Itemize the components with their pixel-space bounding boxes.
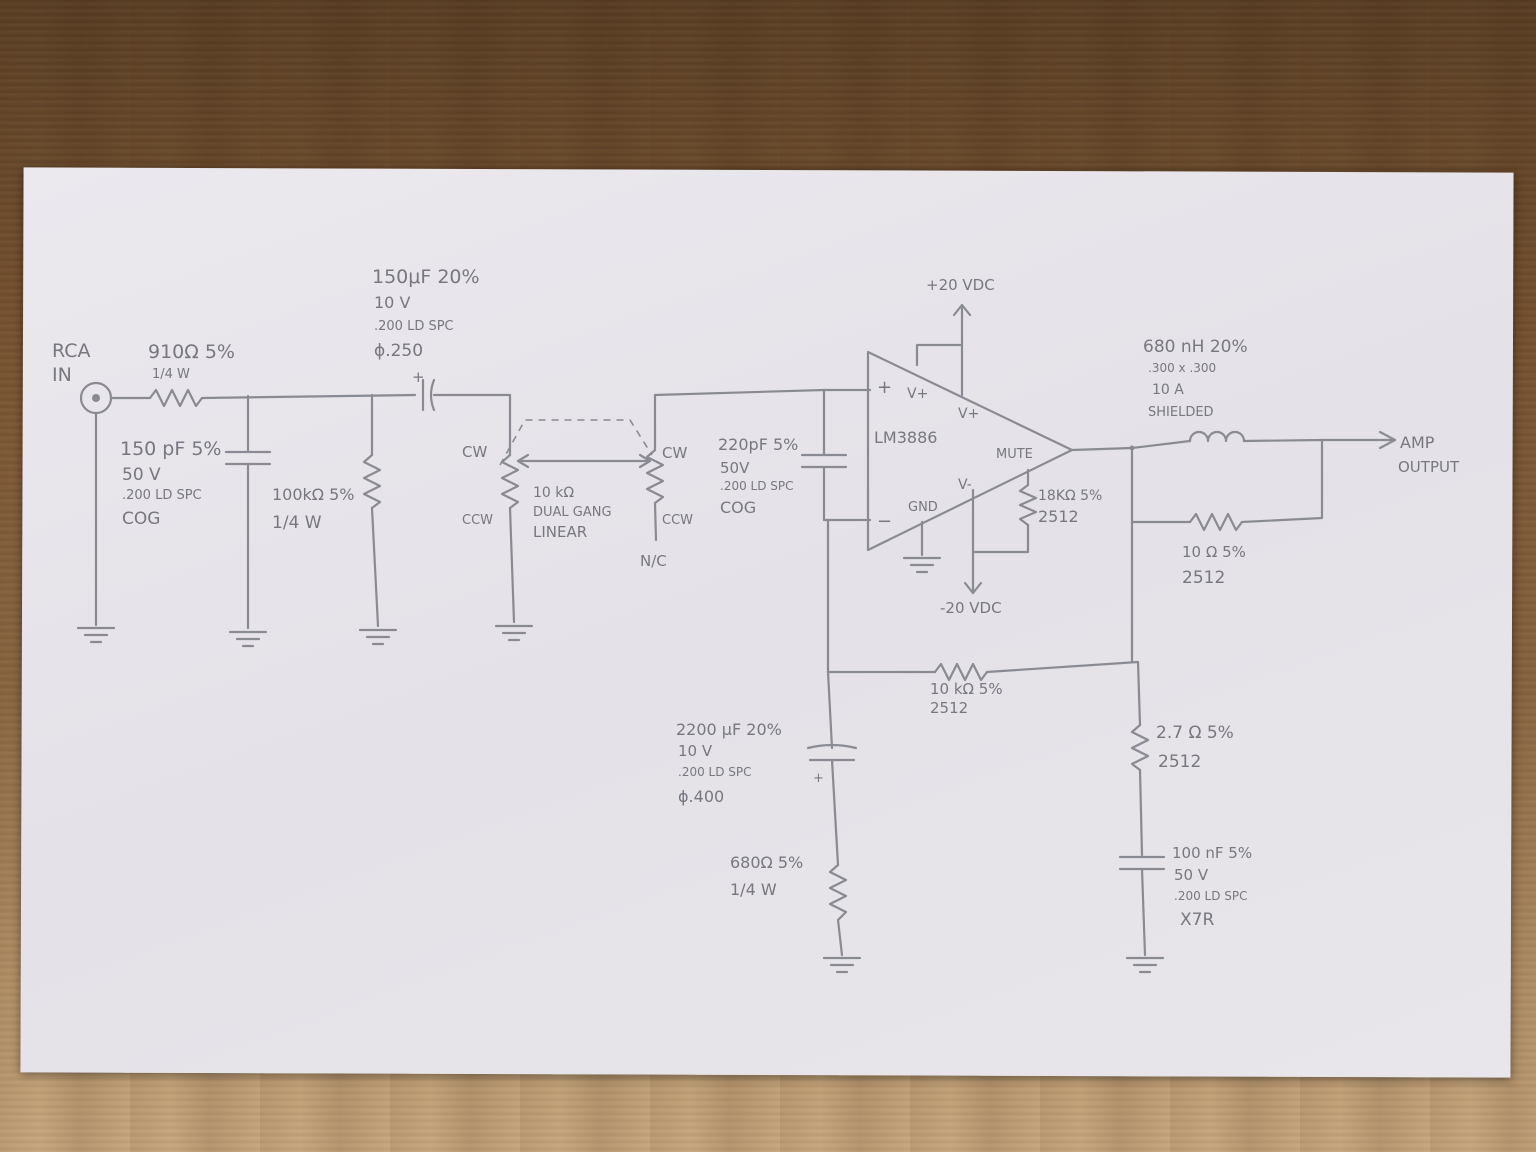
r-feedback-value: 10 kΩ 5% [930, 680, 1003, 698]
opamp-gnd: GND [908, 500, 938, 515]
c-zobel-capacitor [1118, 855, 1166, 974]
c-filter-dielectric: COG [720, 498, 756, 517]
r-feedback-package: 2512 [930, 699, 968, 717]
inductor [1130, 430, 1324, 450]
pot-cw-1: CW [462, 443, 487, 461]
c-couple-spacing: .200 LD SPC [374, 319, 454, 334]
opamp-vminus: V- [958, 477, 972, 493]
output-label-1: AMP [1400, 433, 1435, 452]
c-in-value: 150 pF 5% [120, 438, 221, 460]
in-label: IN [52, 364, 72, 386]
c-fb-voltage: 10 V [678, 742, 713, 760]
c-filter-voltage: 50V [720, 459, 750, 477]
r-mute-value: 18KΩ 5% [1038, 488, 1102, 504]
r-shunt-value: 100kΩ 5% [272, 485, 355, 504]
r-fb-gnd-resistor [822, 863, 862, 974]
c-fb-spacing: .200 LD SPC [678, 765, 752, 779]
r-zobel-package: 2512 [1158, 752, 1201, 772]
r-in-value: 910Ω 5% [148, 341, 235, 363]
c-fb-diameter: ϕ.400 [678, 787, 724, 806]
c-couple-value: 150μF 20% [372, 266, 480, 288]
pot-gang-1 [494, 438, 534, 642]
inductor-current: 10 A [1152, 382, 1184, 398]
inductor-note: SHIELDED [1148, 405, 1214, 420]
r-damp-package: 2512 [1182, 568, 1225, 588]
opamp-mute: MUTE [996, 447, 1033, 462]
pot-type-2: LINEAR [533, 523, 587, 541]
r-fb-gnd-value: 680Ω 5% [730, 853, 803, 872]
r-zobel-resistor [1130, 660, 1150, 857]
r-mute-resistor [971, 468, 1038, 554]
pot-ccw-2: CCW [662, 513, 693, 528]
c-zobel-spacing: .200 LD SPC [1174, 889, 1248, 903]
c-zobel-dielectric: X7R [1180, 910, 1214, 930]
opamp-plus: + [877, 377, 892, 398]
pot-type-1: DUAL GANG [533, 505, 612, 520]
rca-jack [76, 381, 116, 644]
r-in-resistor [148, 388, 204, 408]
inductor-value: 680 nH 20% [1143, 337, 1248, 357]
lm3886-opamp [866, 350, 1074, 552]
opamp-vplus-1: V+ [907, 386, 928, 402]
pot-value: 10 kΩ [533, 485, 574, 501]
r-damp-value: 10 Ω 5% [1182, 543, 1246, 561]
r-shunt-power: 1/4 W [272, 513, 322, 533]
c-zobel-value: 100 nF 5% [1172, 844, 1252, 862]
opamp-ground [902, 556, 942, 574]
c-couple-polarity: + [412, 368, 425, 386]
inductor-size: .300 x .300 [1148, 361, 1216, 375]
c-couple-capacitor [421, 378, 512, 442]
r-shunt-resistor [358, 393, 398, 646]
opamp-vplus-2: V+ [958, 406, 979, 422]
c-filter-value: 220pF 5% [718, 435, 798, 454]
supply-neg: -20 VDC [940, 599, 1002, 617]
pot-ccw-1: CCW [462, 513, 493, 528]
supply-pos: +20 VDC [926, 276, 995, 294]
c-couple-diameter: ϕ.250 [374, 341, 423, 361]
pot-cw-2: CW [662, 444, 687, 462]
c-couple-voltage: 10 V [374, 293, 410, 312]
r-zobel-value: 2.7 Ω 5% [1156, 723, 1234, 743]
c-fb-value: 2200 μF 20% [676, 720, 782, 739]
opamp-name: LM3886 [874, 428, 937, 447]
r-feedback-resistor [826, 518, 1140, 682]
c-in-dielectric: COG [122, 509, 160, 529]
c-in-voltage: 50 V [122, 465, 161, 485]
rca-label: RCA [52, 340, 91, 362]
c-filter-spacing: .200 LD SPC [720, 479, 794, 493]
ground-symbol-input [76, 626, 116, 644]
c-fb-capacitor [806, 670, 858, 867]
c-zobel-voltage: 50 V [1174, 866, 1209, 884]
pot-nc: N/C [640, 552, 667, 570]
c-in-capacitor [224, 394, 272, 648]
c-fb-polarity: + [813, 771, 824, 786]
r-in-power: 1/4 W [152, 367, 190, 382]
opamp-minus: − [877, 511, 892, 532]
output-label-2: OUTPUT [1398, 458, 1460, 476]
r-fb-gnd-power: 1/4 W [730, 880, 777, 899]
c-filter-capacitor [800, 388, 872, 522]
c-in-spacing: .200 LD SPC [122, 488, 202, 503]
r-damp-resistor [1130, 438, 1324, 664]
r-mute-package: 2512 [1038, 507, 1079, 526]
